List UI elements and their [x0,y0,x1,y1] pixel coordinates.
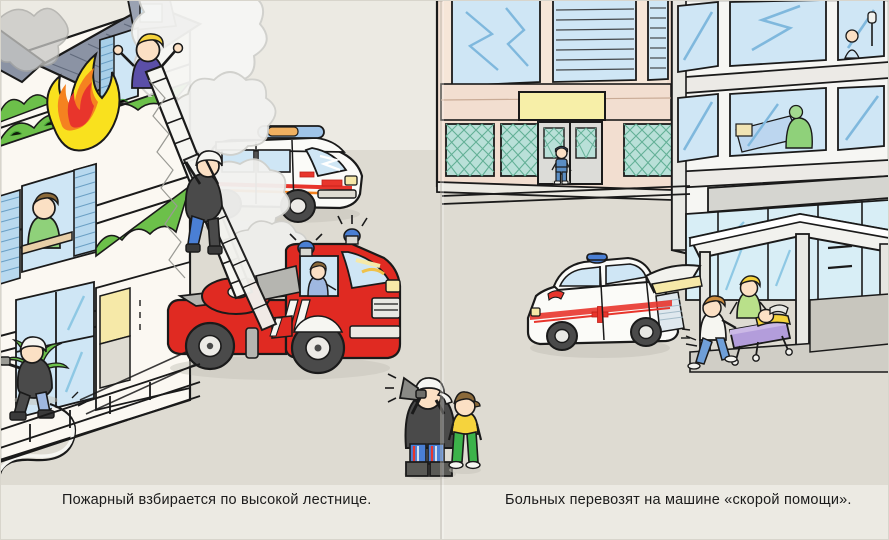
person-at-lower-window [21,192,73,255]
patient-in-window-with-iv [844,11,877,59]
ambulance-wagon [526,252,703,358]
right-curb-lines [441,185,691,205]
nurse [729,275,769,319]
entrance-sign [518,91,606,121]
van-light-bar [257,125,325,139]
gurney-group [681,275,793,370]
caption-right-page: Больных перевозят на машине «скорой помо… [505,492,852,508]
firefighter-with-hose [0,336,87,475]
orderly-pushing-gurney [681,295,738,370]
firefighter-with-megaphone [385,373,456,480]
megaphone [385,373,427,403]
person-waving-at-window [112,33,184,89]
hedge-row-lower [95,183,192,258]
office-building [435,0,674,201]
truck-beacons [289,215,368,257]
fire-truck-driver [307,261,337,297]
caption-left-page: Пожарный взбирается по высокой лестнице. [62,492,372,508]
book-gutter [440,0,444,540]
firefighter-climbing-ladder [184,150,223,255]
left-curb-lines [0,363,201,463]
police-officer [551,145,572,185]
fire-flames [46,51,121,152]
fire-hose [0,402,77,475]
caption-band [0,485,889,540]
ambulance-beacon [586,252,608,264]
patient-in-bed-window [735,103,813,153]
child-bystander [447,391,483,474]
mid-floor-window [0,162,97,285]
